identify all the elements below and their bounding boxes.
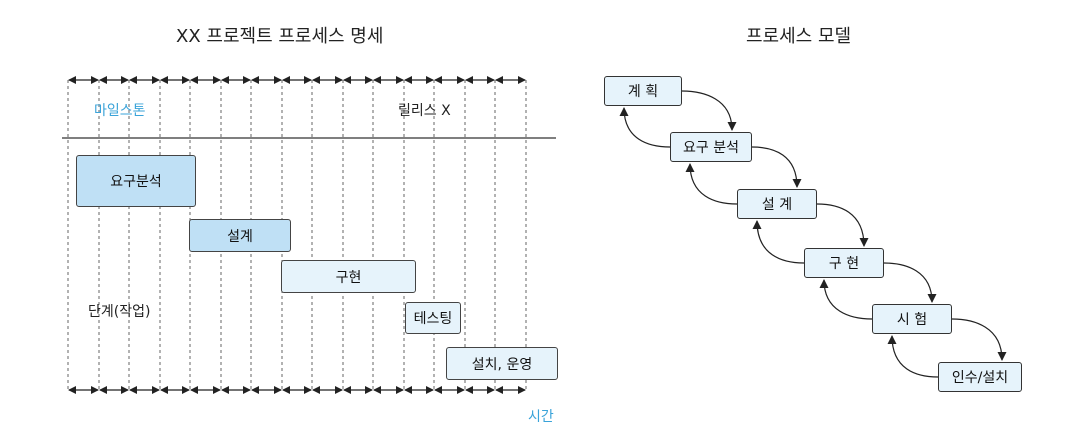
process-spec-title: XX 프로젝트 프로세스 명세 [176,26,384,47]
feedback-arrow [887,335,939,378]
phase-install-operate: 설치, 운영 [446,347,558,380]
phase-requirements: 요구분석 [76,155,196,207]
feedback-arrow [619,107,671,148]
phase-design: 설계 [189,219,291,252]
forward-arrow [681,90,737,131]
phase-implementation: 구현 [281,260,416,293]
step-acceptance-install: 인수/설치 [938,362,1022,392]
forward-arrow [883,262,937,303]
feedback-arrow [752,220,805,264]
phase-testing: 테스팅 [405,302,461,334]
feedback-arrow [685,163,738,205]
process-model-title: 프로세스 모델 [746,26,852,47]
forward-arrow [816,203,869,247]
forward-arrow [951,318,1007,361]
release-label: 릴리스 X [398,103,451,119]
stage-label: 단계(작업) [88,304,151,320]
feedback-arrow [819,279,873,320]
time-label: 시간 [528,409,554,425]
milestone-label: 마일스톤 [94,103,146,119]
step-design: 설 계 [737,189,817,219]
step-implementation: 구 현 [804,248,884,278]
step-requirements: 요구 분석 [670,132,752,162]
step-test: 시 험 [872,304,952,334]
step-planning: 계 획 [604,76,682,106]
forward-arrow [751,146,802,188]
